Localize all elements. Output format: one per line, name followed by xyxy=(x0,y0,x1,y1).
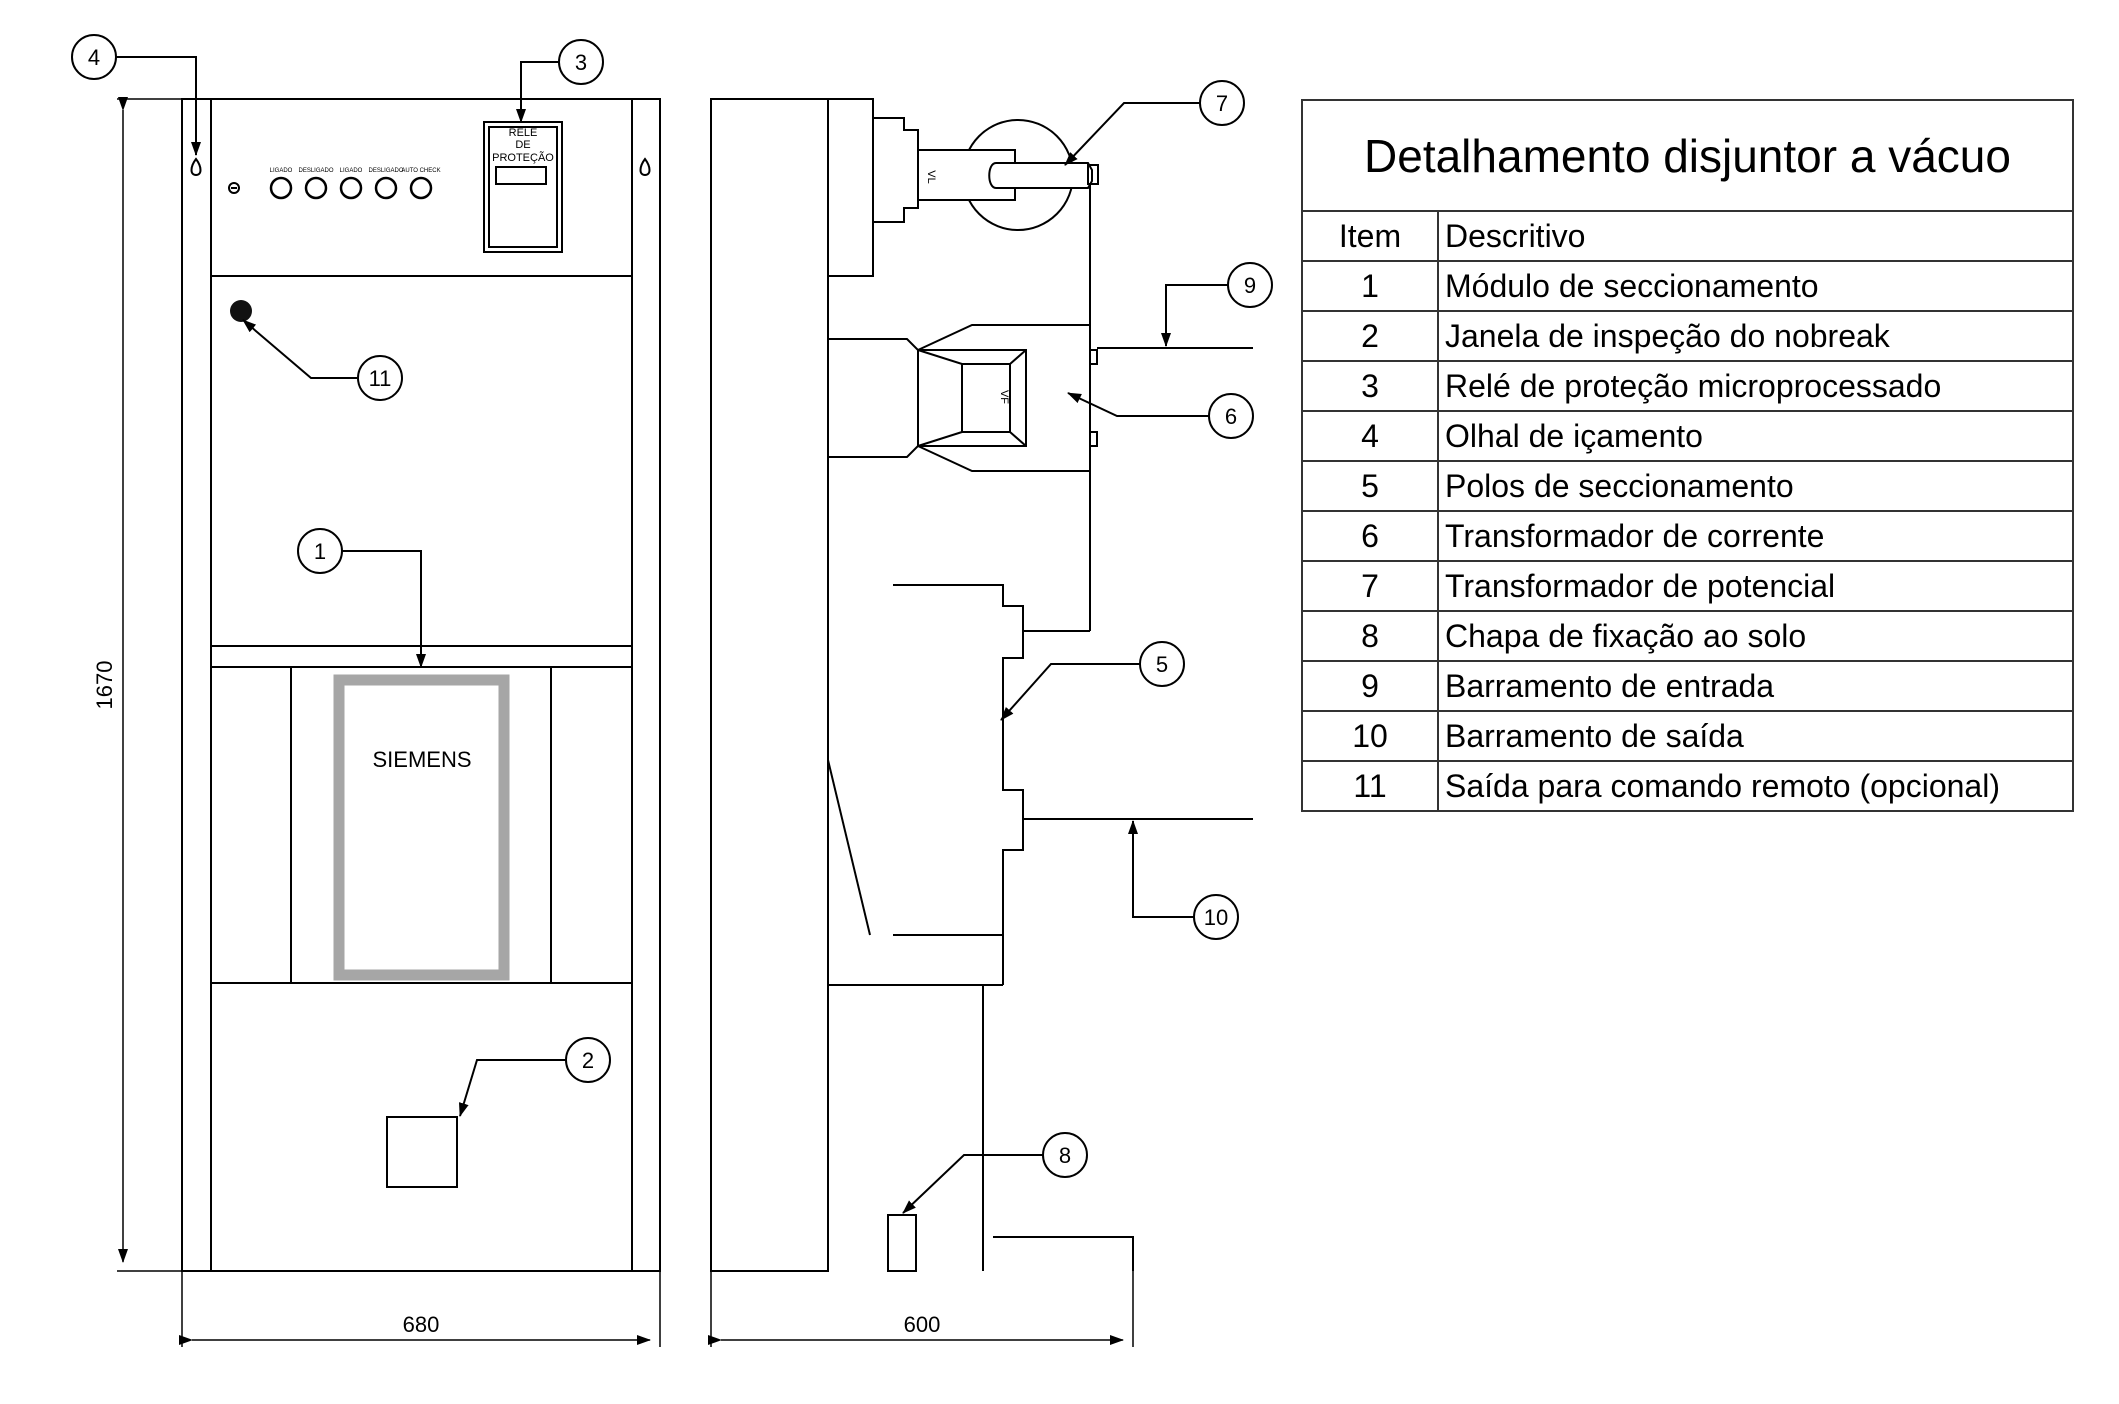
busbars xyxy=(1023,347,1253,820)
button-label: LIGADO xyxy=(340,168,363,174)
legend-title: Detalhamento disjuntor a vácuo xyxy=(1302,100,2073,212)
callout-6 xyxy=(1208,393,1254,439)
callout-2 xyxy=(565,1037,611,1083)
legend-desc: Transformador de corrente xyxy=(1438,510,2073,561)
control-button xyxy=(374,176,398,200)
callout-number: 2 xyxy=(582,1048,594,1073)
callout-number: 10 xyxy=(1204,905,1228,930)
side-width-dimension: 600 xyxy=(904,1312,941,1337)
legend-item: 10 xyxy=(1302,710,1439,761)
legend-item-header: Item xyxy=(1302,210,1439,261)
legend-item: 5 xyxy=(1302,460,1439,511)
callout-number: 3 xyxy=(575,50,587,75)
lifting-eye-icon xyxy=(190,157,202,177)
callout-7 xyxy=(1199,80,1245,126)
tp-label: VL xyxy=(925,170,937,183)
legend-desc-header: Descritivo xyxy=(1438,210,2073,261)
callout-number: 8 xyxy=(1059,1143,1071,1168)
legend-desc: Janela de inspeção do nobreak xyxy=(1438,310,2073,361)
front-view xyxy=(181,98,661,1272)
breaker-window: SIEMENS xyxy=(333,674,510,981)
legend-item: 9 xyxy=(1302,660,1439,711)
legend-desc: Barramento de entrada xyxy=(1438,660,2073,711)
front-cabinet-outline xyxy=(181,98,661,1272)
button-label: LIGADO xyxy=(270,168,293,174)
legend-item: 11 xyxy=(1302,760,1439,811)
legend-item: 2 xyxy=(1302,310,1439,361)
legend-desc: Chapa de fixação ao solo xyxy=(1438,610,2073,661)
brand-label: SIEMENS xyxy=(372,747,471,772)
button-label: AUTO CHECK xyxy=(401,168,440,174)
callout-11 xyxy=(357,355,403,401)
dimension-lines xyxy=(117,97,1134,1347)
callout-number: 9 xyxy=(1244,273,1256,298)
callout-10 xyxy=(1193,894,1239,940)
legend-table: Detalhamento disjuntor a vácuo Item Desc… xyxy=(1301,99,2074,812)
relay-label: DE xyxy=(515,139,530,151)
relay-label: PROTEÇÃO xyxy=(492,151,554,164)
callout-9 xyxy=(1227,262,1273,308)
control-button xyxy=(304,176,328,200)
protection-relay: RELÉ DE PROTEÇÃO xyxy=(483,121,563,253)
callout-5 xyxy=(1139,641,1185,687)
callout-4 xyxy=(71,34,117,80)
callout-number: 11 xyxy=(369,366,392,391)
callout-number: 5 xyxy=(1156,652,1168,677)
legend-item: 4 xyxy=(1302,410,1439,461)
control-button xyxy=(339,176,363,200)
relay-label: RELÉ xyxy=(509,126,538,139)
callout-number: 7 xyxy=(1216,91,1228,116)
lifting-eye-icon xyxy=(639,157,651,177)
button-label: DESLIGADO xyxy=(368,168,403,174)
legend-item: 8 xyxy=(1302,610,1439,661)
callout-number: 6 xyxy=(1225,404,1237,429)
legend-item: 1 xyxy=(1302,260,1439,311)
legend-item: 6 xyxy=(1302,510,1439,561)
legend-desc: Relé de proteção microprocessado xyxy=(1438,360,2073,411)
button-label: DESLIGADO xyxy=(298,168,333,174)
callout-leaders xyxy=(111,56,1231,1214)
legend-desc: Barramento de saída xyxy=(1438,710,2073,761)
callout-8 xyxy=(1042,1132,1088,1178)
legend-desc: Módulo de seccionamento xyxy=(1438,260,2073,311)
remote-command-outlet xyxy=(230,300,252,322)
callout-numbers: 1 2 3 4 5 6 7 8 9 10 11 xyxy=(88,45,1256,1168)
callout-circles xyxy=(71,34,1273,1178)
side-cabinet-outline xyxy=(710,98,829,1272)
callout-1 xyxy=(297,528,343,574)
callout-number: 4 xyxy=(88,45,100,70)
side-view xyxy=(710,98,1134,1272)
relay-display xyxy=(495,166,547,185)
indicator-icon xyxy=(228,182,240,194)
front-width-dimension: 680 xyxy=(403,1312,440,1337)
inspection-window xyxy=(386,1116,458,1188)
legend-desc: Saída para comando remoto (opcional) xyxy=(1438,760,2073,811)
callout-3 xyxy=(558,39,604,85)
legend-desc: Polos de seccionamento xyxy=(1438,460,2073,511)
front-control-panel: LIGADO DESLIGADO LIGADO DESLIGADO AUTO C… xyxy=(228,168,441,200)
control-button xyxy=(409,176,433,200)
legend-desc: Olhal de içamento xyxy=(1438,410,2073,461)
legend-desc: Transformador de potencial xyxy=(1438,560,2073,611)
legend-item: 7 xyxy=(1302,560,1439,611)
tc-label: VF xyxy=(998,390,1010,404)
height-dimension: 1670 xyxy=(92,661,117,710)
legend-item: 3 xyxy=(1302,360,1439,411)
control-button xyxy=(269,176,293,200)
callout-number: 1 xyxy=(314,539,326,564)
legend-header-row: Item Descritivo xyxy=(1302,210,2073,261)
